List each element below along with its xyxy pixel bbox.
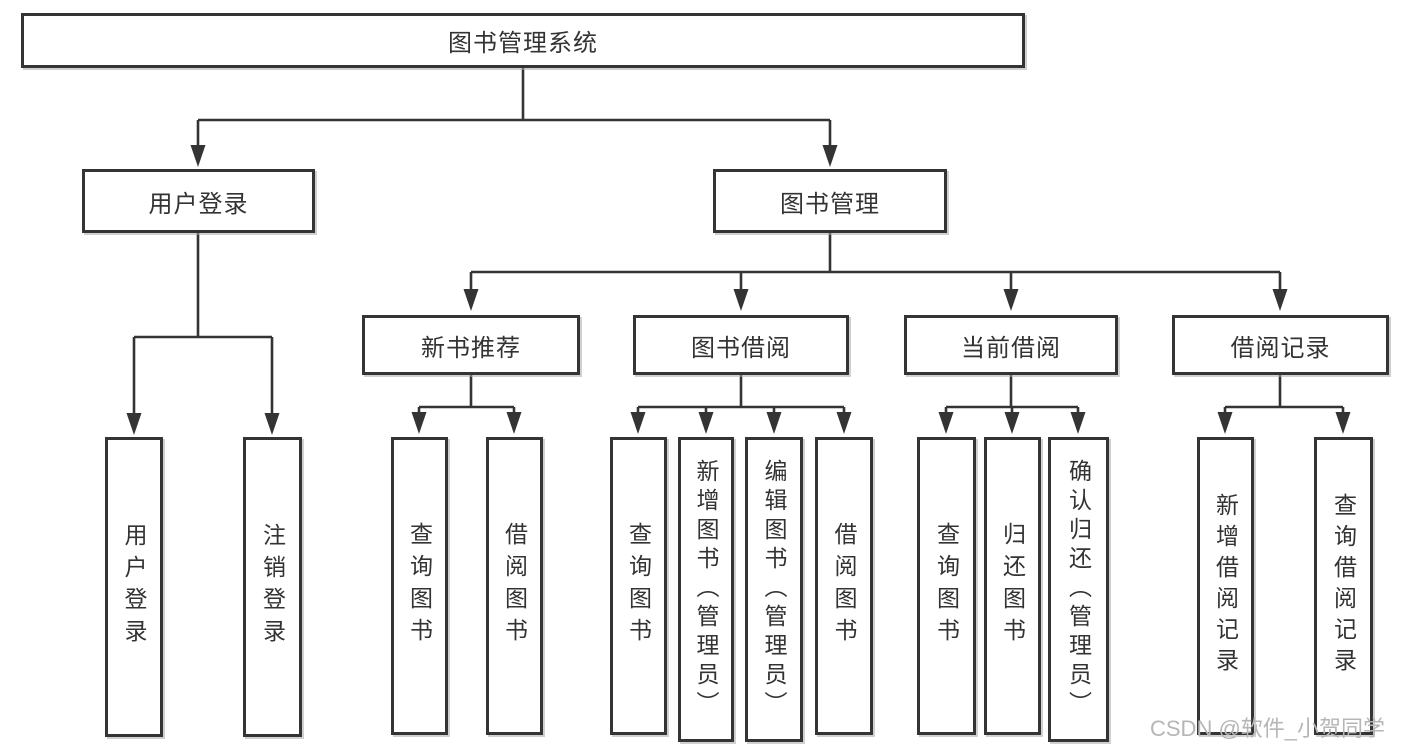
leaf-query-books-current: 查询图书	[917, 437, 976, 735]
leaf-borrow-books-recommend: 借阅图书	[486, 437, 543, 735]
node-current-borrow: 当前借阅	[904, 315, 1118, 375]
leaf-add-borrow-record: 新增借阅记录	[1197, 437, 1254, 735]
leaf-query-borrow-record: 查询借阅记录	[1314, 437, 1373, 735]
leaf-borrow-books: 借阅图书	[815, 437, 873, 735]
node-user-login: 用户登录	[82, 169, 315, 233]
connector-arrowheads	[126, 145, 1351, 435]
leaf-query-books-borrow: 查询图书	[610, 437, 667, 735]
node-book-borrow: 图书借阅	[633, 315, 849, 375]
leaf-return-books: 归还图书	[984, 437, 1041, 735]
leaf-add-books-admin: 新增图书（管理员）	[678, 437, 734, 742]
node-new-book-recommend: 新书推荐	[362, 315, 580, 375]
csdn-watermark: CSDN @软件_小贺同学	[1150, 716, 1386, 741]
leaf-user-login: 用户登录	[105, 437, 163, 737]
leaf-query-books-recommend: 查询图书	[391, 437, 448, 735]
leaf-logout: 注销登录	[243, 437, 302, 737]
node-root-system: 图书管理系统	[21, 13, 1025, 68]
leaf-edit-books-admin: 编辑图书（管理员）	[745, 437, 803, 742]
leaf-confirm-return-admin: 确认归还（管理员）	[1048, 437, 1109, 742]
node-book-management: 图书管理	[713, 169, 947, 233]
node-borrow-records: 借阅记录	[1172, 315, 1389, 375]
